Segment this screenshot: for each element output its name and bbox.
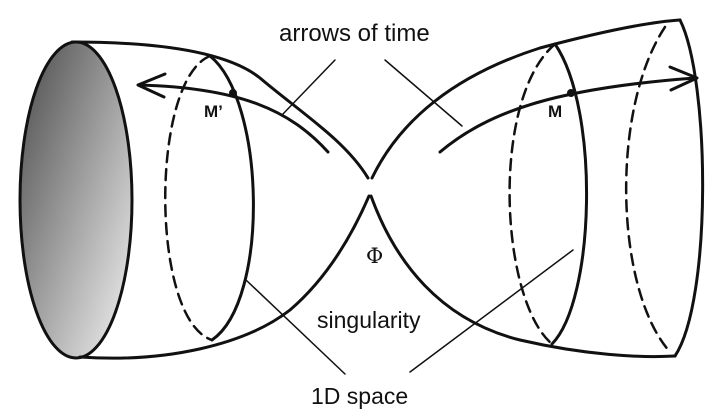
- point-m: [567, 89, 575, 97]
- left-back-dashed-curve: [164, 54, 214, 342]
- right-mid-dashed-curve: [508, 42, 557, 346]
- left-front-solid-curve: [208, 54, 255, 342]
- left-arrowhead: [136, 72, 167, 99]
- m-label: M: [548, 102, 563, 121]
- singularity-label: singularity: [317, 307, 421, 333]
- right-arrowhead: [668, 65, 699, 92]
- left-opening-ellipse: [18, 40, 134, 360]
- right-outer-edge: [673, 18, 705, 358]
- leader-space-right: [409, 249, 574, 373]
- leader-arrows-left: [281, 59, 336, 116]
- 1d-space-label: 1D space: [311, 383, 409, 409]
- right-time-arrow: [438, 76, 697, 154]
- right-horn-lower-rim: [369, 194, 677, 359]
- left-horn-lower-rim: [78, 194, 371, 360]
- arrows-of-time-label: arrows of time: [279, 20, 430, 47]
- right-far-dashed-curve: [625, 25, 672, 354]
- leader-space-left: [245, 279, 346, 375]
- right-horn-upper-rim: [370, 18, 682, 180]
- left-time-arrow: [138, 83, 330, 154]
- phi-label: Φ: [366, 244, 384, 268]
- right-front-solid-curve: [550, 42, 589, 346]
- point-m-prime: [229, 89, 237, 97]
- left-horn-upper-rim: [70, 40, 370, 180]
- leader-arrows-right: [384, 59, 463, 127]
- m-prime-label: M’: [204, 102, 223, 121]
